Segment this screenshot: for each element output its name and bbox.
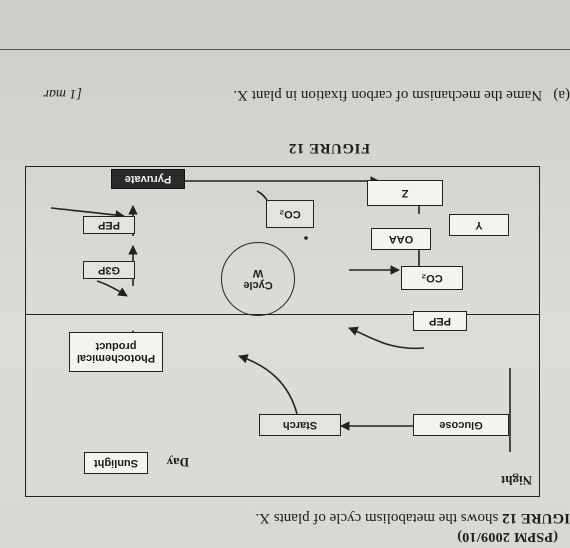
question-label: (a) bbox=[553, 87, 570, 103]
arrow-photochem-cycle bbox=[348, 326, 425, 350]
photochemical-line2: product bbox=[95, 340, 137, 352]
question-a: (a) Name the mechanism of carbon fixatio… bbox=[233, 86, 570, 103]
stray-dot bbox=[304, 236, 308, 240]
cycle-w-label: W bbox=[252, 267, 264, 279]
pyruvate-box: Pyruvate bbox=[111, 169, 185, 189]
cycle-w: Cycle W bbox=[221, 242, 295, 316]
arrow-co2-oaa bbox=[96, 280, 128, 297]
oaa-box: OAA bbox=[371, 228, 431, 250]
figure-ref: IGURE 12 bbox=[502, 510, 570, 526]
pep-day-box: PEP bbox=[83, 216, 135, 234]
sunlight-box: Sunlight bbox=[84, 452, 148, 474]
photochemical-product-box: Photochemical product bbox=[69, 332, 163, 372]
day-label: Day bbox=[166, 455, 189, 470]
exam-code: (PSPM 2009/10) bbox=[456, 529, 558, 544]
z-box: Z bbox=[367, 180, 443, 206]
photochemical-line1: Photochemical bbox=[76, 352, 156, 364]
intro-sentence: shows the metabolism cycle of plants X. bbox=[255, 510, 503, 526]
y-box: Y bbox=[449, 214, 509, 236]
night-label: Night bbox=[500, 473, 532, 488]
metabolism-diagram: Night Day Sunlight Glucose Starch Photoc… bbox=[25, 166, 540, 497]
cycle-label: Cycle bbox=[243, 279, 273, 291]
g3p-box: G3P bbox=[83, 261, 135, 279]
question-marks: [1 mar bbox=[43, 86, 82, 101]
co2-cycle-box: CO₂ bbox=[266, 200, 314, 228]
starch-box: Starch bbox=[259, 414, 341, 436]
pep-night-box: PEP bbox=[413, 311, 467, 331]
arrow-y-curve bbox=[50, 207, 125, 220]
glucose-box: Glucose bbox=[413, 414, 509, 436]
arrow-starch-cycle bbox=[238, 354, 298, 415]
intro-text: IGURE 12 shows the metabolism cycle of p… bbox=[255, 509, 570, 526]
question-text: Name the mechanism of carbon fixation in… bbox=[233, 87, 543, 103]
figure-caption: FIGURE 12 bbox=[288, 140, 370, 156]
answer-rule bbox=[0, 49, 570, 50]
co2-night-box: CO₂ bbox=[401, 266, 463, 290]
